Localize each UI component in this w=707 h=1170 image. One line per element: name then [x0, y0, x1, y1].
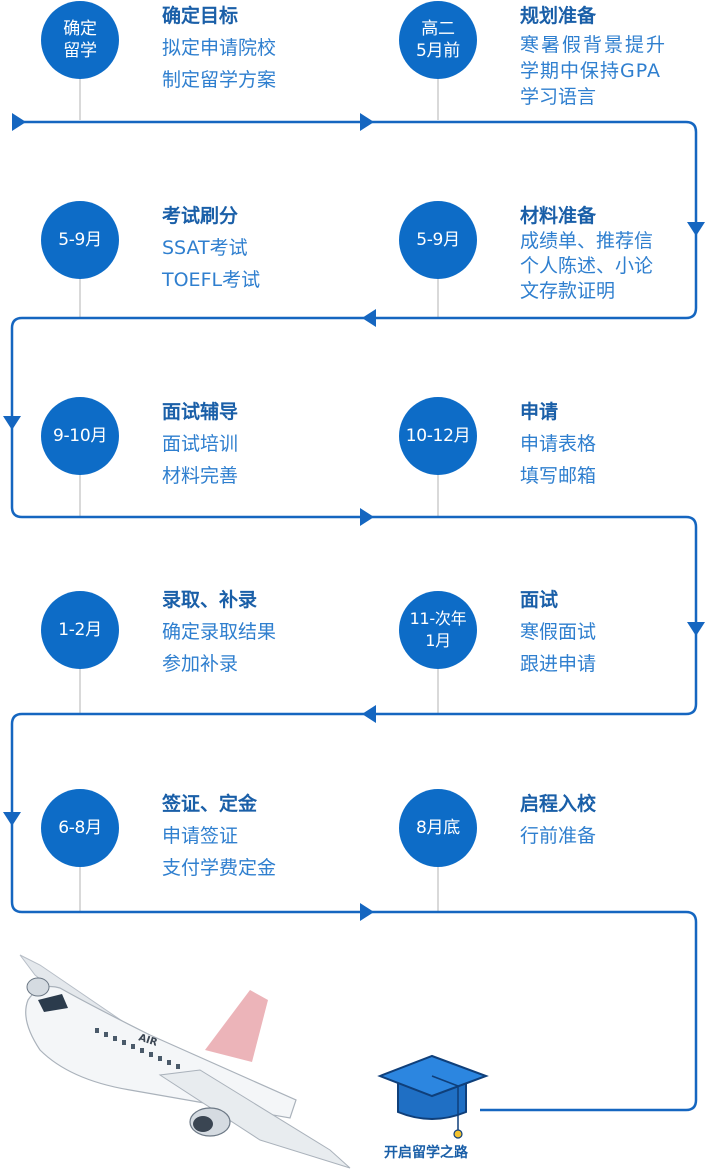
- step-detail: 材料完善: [162, 465, 239, 487]
- step-badge: 9-10月: [41, 397, 119, 475]
- step-title: 申请: [520, 401, 559, 423]
- step-title: 规划准备: [520, 5, 597, 27]
- step-detail: 填写邮箱: [520, 465, 597, 487]
- step-detail: 学习语言: [520, 86, 597, 108]
- step-badge: 10-12月: [399, 397, 477, 475]
- arrow-left-icon: [362, 309, 376, 327]
- step-detail: TOEFL考试: [162, 269, 261, 291]
- step-detail: 申请表格: [520, 433, 597, 455]
- step-title: 录取、补录: [162, 589, 258, 611]
- step-badge: 1-2月: [41, 591, 119, 669]
- step-badge: 高二 5月前: [399, 1, 477, 79]
- arrow-right-icon: [360, 508, 374, 526]
- step-detail: 成绩单、推荐信: [520, 230, 654, 252]
- step-title: 面试辅导: [162, 401, 239, 423]
- step-badge: 6-8月: [41, 789, 119, 867]
- step-detail: 参加补录: [162, 653, 239, 675]
- badge-stems: [79, 40, 439, 912]
- arrow-left-icon: [362, 705, 376, 723]
- step-detail: 确定录取结果: [162, 621, 277, 643]
- step-detail: 制定留学方案: [162, 69, 277, 91]
- step-detail: 支付学费定金: [162, 857, 277, 879]
- step-badge: 5-9月: [41, 201, 119, 279]
- arrow-right-icon: [360, 903, 374, 921]
- step-title: 考试刷分: [162, 205, 239, 227]
- step-title: 材料准备: [520, 205, 597, 227]
- graduation-cap-icon: [377, 1054, 489, 1139]
- arrow-down-icon: [687, 222, 705, 236]
- step-detail: 申请签证: [162, 825, 239, 847]
- journey-caption: 开启留学之路: [384, 1145, 468, 1161]
- step-title: 启程入校: [520, 793, 597, 815]
- step-title: 确定目标: [162, 5, 239, 27]
- step-badge: 11-次年 1月: [399, 591, 477, 669]
- step-detail: 寒假面试: [520, 621, 597, 643]
- path-arrows: [3, 113, 705, 921]
- arrow-down-icon: [3, 812, 21, 826]
- step-detail: 个人陈述、小论: [520, 255, 654, 277]
- step-detail: 学期中保持GPA: [520, 60, 661, 82]
- step-title: 签证、定金: [162, 793, 258, 815]
- step-detail: 拟定申请院校: [162, 37, 277, 59]
- arrow-down-icon: [687, 622, 705, 636]
- timeline-path: [10, 120, 698, 1112]
- step-detail: 寒暑假背景提升: [520, 34, 668, 56]
- step-detail: 跟进申请: [520, 653, 597, 675]
- step-badge: 5-9月: [399, 201, 477, 279]
- arrow-right-icon: [360, 113, 374, 131]
- airplane-illustration: AIR: [19, 954, 351, 1169]
- step-detail: 行前准备: [520, 825, 597, 847]
- step-badge: 确定 留学: [41, 1, 119, 79]
- step-detail: SSAT考试: [162, 237, 248, 259]
- arrow-down-icon: [3, 416, 21, 430]
- step-badge: 8月底: [399, 789, 477, 867]
- arrow-right-icon: [12, 113, 26, 131]
- step-detail: 文存款证明: [520, 280, 616, 302]
- step-detail: 面试培训: [162, 433, 239, 455]
- step-title: 面试: [520, 589, 559, 611]
